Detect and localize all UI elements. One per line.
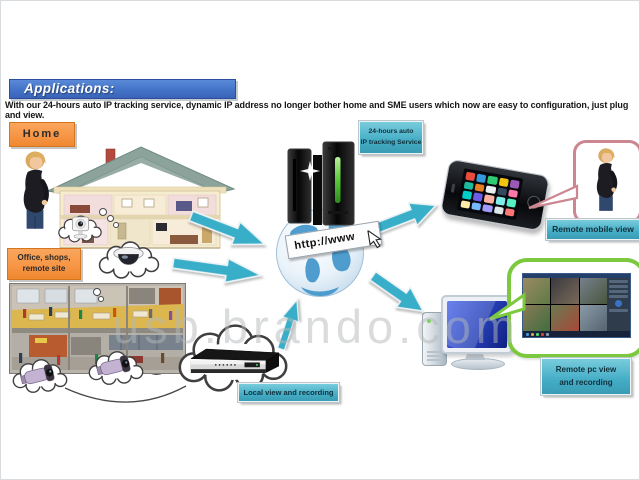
surveillance-taskbar	[523, 331, 630, 337]
thought-trail-dot	[107, 215, 114, 222]
pregnant-woman-figure-small	[589, 148, 623, 221]
dome-camera-icon	[112, 246, 145, 275]
thought-cloud	[87, 345, 145, 391]
service-label-line1: 24-hours auto	[368, 128, 414, 136]
ip-cube-camera-icon	[70, 215, 91, 245]
thought-cloud	[57, 210, 103, 248]
office-label-line1: Office, shops,	[17, 253, 71, 263]
thought-cloud	[11, 353, 69, 399]
phone-app-icon	[473, 192, 484, 202]
connection-arrow-server-to-phone	[372, 193, 441, 240]
phone-icon-grid	[460, 171, 520, 217]
phone-app-icon	[504, 207, 515, 217]
callout-tail	[489, 292, 526, 325]
service-label: 24-hours auto IP tracking Service	[358, 120, 424, 155]
phone-app-icon	[471, 201, 482, 211]
bullet-camera-icon	[95, 354, 137, 384]
phone-app-icon	[484, 194, 495, 204]
remote-pc-label-line1: Remote pc view	[555, 365, 617, 375]
surveillance-software-screen	[522, 273, 631, 338]
dvr-recorder-icon	[187, 345, 280, 383]
camera-feed-cell	[579, 305, 607, 331]
phone-app-icon	[474, 183, 486, 192]
phone-app-icon	[465, 171, 476, 181]
home-label: Home	[9, 122, 75, 147]
remote-pc-label-line2: and recording	[559, 377, 613, 387]
pc-view-callout-bubble	[507, 258, 639, 358]
power-led	[427, 319, 431, 323]
camera-feed-cell	[523, 278, 551, 304]
camera-feed-cell	[579, 278, 607, 304]
thought-cloud	[97, 235, 161, 285]
mobile-view-callout-bubble	[573, 140, 639, 224]
connection-arrow-dvr-to-server	[272, 297, 305, 352]
url-text: http://www	[293, 230, 356, 253]
url-banner: http://www	[284, 220, 385, 260]
callout-tail	[528, 183, 579, 211]
remote-mobile-label: Remote mobile view	[545, 218, 639, 241]
phone-app-icon	[487, 175, 498, 185]
phone-app-icon	[498, 177, 509, 187]
phone-app-icon	[462, 190, 473, 200]
phone-app-icon	[506, 198, 517, 208]
thought-trail-dot	[93, 288, 101, 296]
thought-trail-dot	[98, 296, 104, 302]
phone-app-icon	[507, 188, 519, 198]
surveillance-titlebar	[523, 274, 630, 278]
service-label-line2: IP tracking Service	[360, 138, 422, 146]
remote-pc-label: Remote pc view and recording	[540, 357, 632, 396]
monitor-neck	[465, 351, 485, 360]
page-title: Applications:	[9, 79, 236, 99]
earpiece	[450, 183, 456, 193]
thought-cloud	[174, 321, 292, 395]
office-label-line2: remote site	[22, 264, 66, 273]
phone-app-icon	[493, 205, 504, 215]
vent-line	[427, 359, 441, 361]
description-text: With our 24-hours auto IP tracking servi…	[5, 100, 629, 120]
rack-server-icon	[283, 135, 363, 233]
phone-app-icon	[496, 186, 508, 196]
iphone-screen	[456, 168, 524, 221]
camera-feed-cell	[551, 305, 579, 331]
connection-arrow-server-to-pc	[366, 265, 432, 322]
mouse-cursor-icon	[365, 228, 385, 250]
monitor-screen	[447, 301, 507, 348]
phone-app-icon	[463, 181, 475, 191]
vent-line	[427, 355, 441, 357]
office-label: Office, shops, remote site	[7, 248, 81, 280]
phone-app-icon	[460, 199, 471, 209]
vent-line	[427, 351, 441, 353]
camera-feed-cell	[523, 305, 551, 331]
thought-trail-dot	[113, 222, 119, 228]
phone-app-icon	[476, 173, 487, 183]
phone-app-icon	[495, 196, 506, 206]
desktop-pc-icon	[441, 295, 513, 354]
camera-feed-cell	[551, 278, 579, 304]
surveillance-grid	[523, 278, 607, 331]
bullet-camera-icon	[19, 363, 61, 393]
connection-arrow-office-to-server	[171, 250, 264, 288]
phone-app-icon	[485, 184, 497, 194]
phone-app-icon	[482, 203, 493, 213]
connection-arrow-home-to-server	[186, 204, 270, 257]
pregnant-woman-figure	[14, 151, 66, 235]
thought-trail-dot	[99, 208, 107, 216]
local-view-label: Local view and recording	[237, 382, 340, 403]
surveillance-side-panel	[607, 278, 630, 331]
phone-app-icon	[509, 179, 520, 189]
